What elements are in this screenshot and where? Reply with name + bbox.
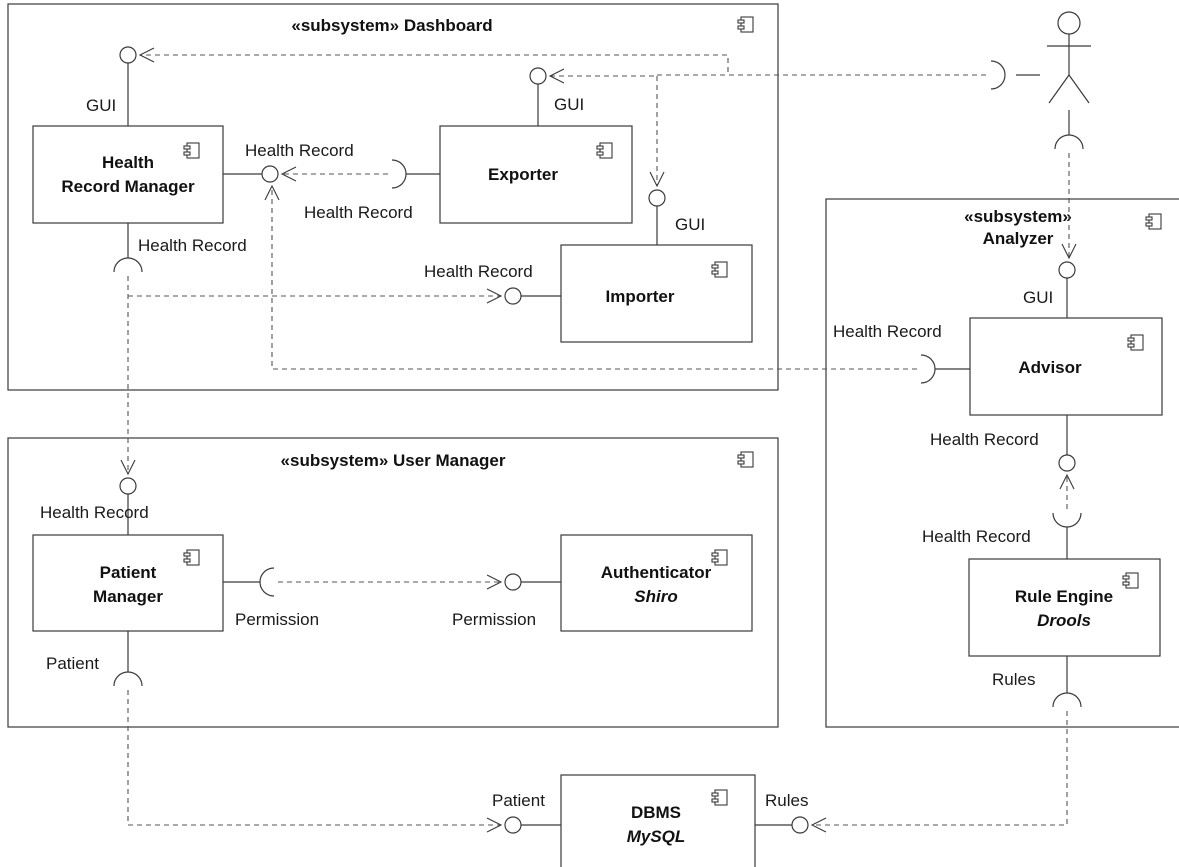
health-record-manager-line1: Health bbox=[102, 153, 154, 172]
advisor-health-record-interface bbox=[1058, 454, 1076, 472]
patient-provided-label: Patient bbox=[492, 791, 545, 810]
component-authenticator bbox=[560, 534, 753, 632]
exporter-name: Exporter bbox=[488, 165, 558, 184]
importer-health-record-interface bbox=[504, 287, 522, 305]
subsystem-dashboard-title: «subsystem» Dashboard bbox=[291, 16, 492, 35]
exporter-gui-label: GUI bbox=[554, 95, 584, 114]
exporter-health-record-socket bbox=[391, 159, 407, 189]
hrm-gui-interface bbox=[119, 46, 137, 64]
component-patient-manager bbox=[32, 534, 224, 632]
rule-engine-health-record-socket bbox=[1052, 512, 1082, 528]
actor-gui-socket bbox=[990, 60, 1006, 90]
permission-provided-label: Permission bbox=[452, 610, 536, 629]
component-exporter bbox=[439, 125, 633, 224]
actor-gui-socket-bottom bbox=[1054, 134, 1084, 150]
rules-required-label: Rules bbox=[992, 670, 1035, 689]
subsystem-analyzer-title-line1: «subsystem» bbox=[964, 207, 1072, 226]
permission-required-label: Permission bbox=[235, 610, 319, 629]
hrm-health-record-interface bbox=[261, 165, 279, 183]
component-importer bbox=[560, 244, 753, 343]
hr-provided-importer-label: Health Record bbox=[424, 262, 533, 281]
subsystem-analyzer-title-line2: Analyzer bbox=[983, 229, 1054, 248]
hr-provided-advisor-label: Health Record bbox=[930, 430, 1039, 449]
dbms-rules-interface bbox=[791, 816, 809, 834]
user-actor bbox=[1047, 11, 1091, 104]
importer-gui-interface bbox=[648, 189, 666, 207]
patient-manager-permission-socket bbox=[259, 567, 275, 597]
hr-required-rule-engine-label: Health Record bbox=[922, 527, 1031, 546]
authenticator-name: Authenticator bbox=[601, 563, 712, 582]
advisor-gui-interface bbox=[1058, 261, 1076, 279]
dependency-actor-exporter-gui bbox=[550, 74, 986, 77]
hr-required-exporter-label: Health Record bbox=[304, 203, 413, 222]
hrm-health-record-socket bbox=[113, 257, 143, 273]
advisor-health-record-socket bbox=[920, 354, 936, 384]
dbms-name: DBMS bbox=[631, 803, 681, 822]
hr-required-hrm-label: Health Record bbox=[138, 236, 247, 255]
authenticator-permission-interface bbox=[504, 573, 522, 591]
authenticator-tech: Shiro bbox=[634, 587, 677, 606]
importer-gui-label: GUI bbox=[675, 215, 705, 234]
dependency-patient-dbms bbox=[127, 690, 501, 826]
patient-manager-health-record-interface bbox=[119, 477, 137, 495]
patient-manager-line2: Manager bbox=[93, 587, 163, 606]
component-advisor bbox=[969, 317, 1163, 416]
component-health-record-manager bbox=[32, 125, 224, 224]
patient-required-label: Patient bbox=[46, 654, 99, 673]
subsystem-user-manager-title: «subsystem» User Manager bbox=[281, 451, 506, 470]
rules-provided-label: Rules bbox=[765, 791, 808, 810]
rule-engine-name: Rule Engine bbox=[1015, 587, 1113, 606]
importer-name: Importer bbox=[606, 287, 675, 306]
dependency-rules-dbms bbox=[812, 711, 1068, 826]
dbms-tech: MySQL bbox=[627, 827, 686, 846]
rule-engine-rules-socket bbox=[1052, 692, 1082, 708]
patient-manager-line1: Patient bbox=[100, 563, 157, 582]
advisor-name: Advisor bbox=[1018, 358, 1082, 377]
hr-required-advisor-label: Health Record bbox=[833, 322, 942, 341]
hrm-gui-label: GUI bbox=[86, 96, 116, 115]
health-record-manager-line2: Record Manager bbox=[61, 177, 195, 196]
hr-provided-hrm-label: Health Record bbox=[245, 141, 354, 160]
exporter-gui-interface bbox=[529, 67, 547, 85]
patient-manager-patient-socket bbox=[113, 671, 143, 687]
hr-provided-patient-mgr-label: Health Record bbox=[40, 503, 149, 522]
dependency-advisor-hrm bbox=[271, 186, 917, 370]
component-rule-engine bbox=[968, 558, 1161, 657]
advisor-gui-label: GUI bbox=[1023, 288, 1053, 307]
rule-engine-tech: Drools bbox=[1037, 611, 1091, 630]
dbms-patient-interface bbox=[504, 816, 522, 834]
